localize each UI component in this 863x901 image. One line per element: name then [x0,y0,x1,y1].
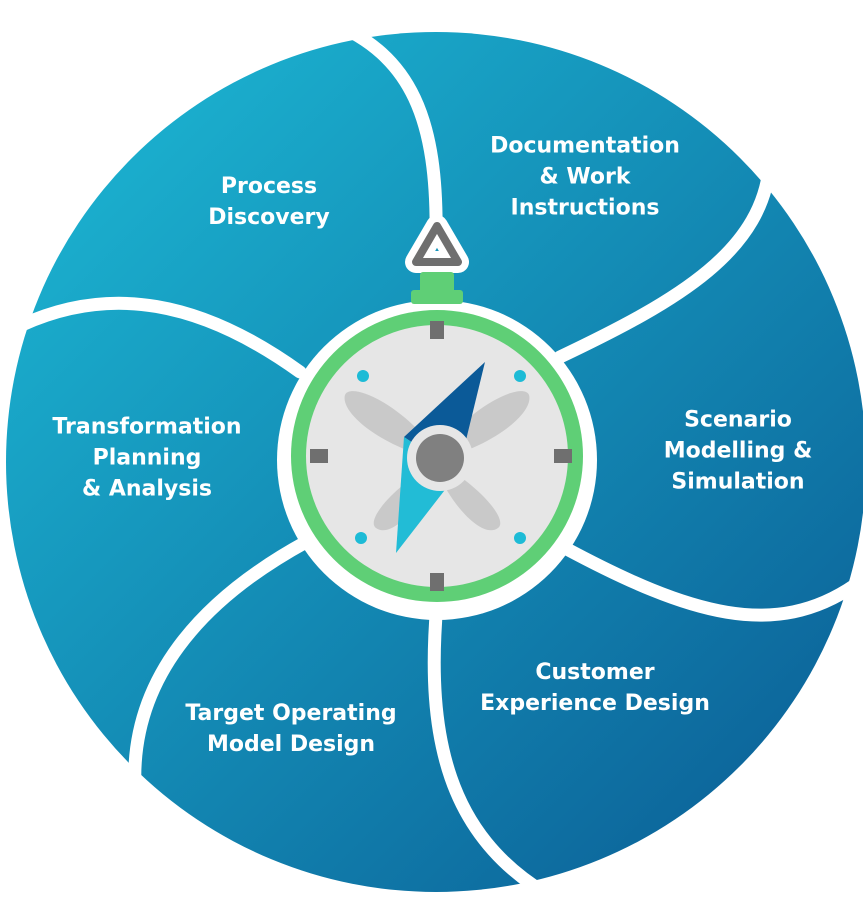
dot-se [514,532,526,544]
label-line: Customer [535,660,655,685]
compass-crown-base [411,290,463,304]
needle-hub [416,434,464,482]
divider-bottom [427,596,552,900]
label-line: & Work [539,164,631,190]
tick-west [310,449,328,463]
compass-loop-inner [412,222,462,266]
dot-sw [355,532,367,544]
label-scenario: Scenario Modelling & Simulation [664,405,813,498]
divider-lower-left [128,535,313,795]
label-customer-experience: Customer Experience Design [480,657,710,719]
tick-north [430,321,444,339]
compass-dots [355,370,526,544]
label-line: Model Design [206,732,376,757]
tick-south [430,573,444,591]
divider-upper-left [15,296,307,379]
label-line: Simulation [671,469,805,495]
dot-nw [357,370,369,382]
label-line: Documentation [490,133,680,159]
dot-ne [514,370,526,382]
label-line: Instructions [510,195,660,221]
label-process-discovery: Process Discovery [208,171,330,233]
compass-ticks [310,321,572,591]
compass-crown [420,272,454,294]
compass-icon [291,215,583,602]
label-line: Modelling & [663,438,813,464]
label-line: Transformation [52,414,242,440]
label-line: Target Operating [185,701,397,726]
label-line: & Analysis [82,476,212,502]
label-line: Process [220,174,318,199]
segment-dividers [15,15,862,900]
label-documentation: Documentation & Work Instructions [490,131,680,224]
label-line: Scenario [684,407,792,433]
divider-lower-right [558,541,862,622]
label-line: Planning [92,445,202,471]
label-line: Discovery [208,205,330,230]
label-target-operating: Target Operating Model Design [185,698,396,760]
divider-top [323,15,443,245]
label-transformation: Transformation Planning & Analysis [52,412,241,505]
label-line: Experience Design [480,691,710,716]
tick-east [554,449,572,463]
divider-upper-right [553,153,777,364]
